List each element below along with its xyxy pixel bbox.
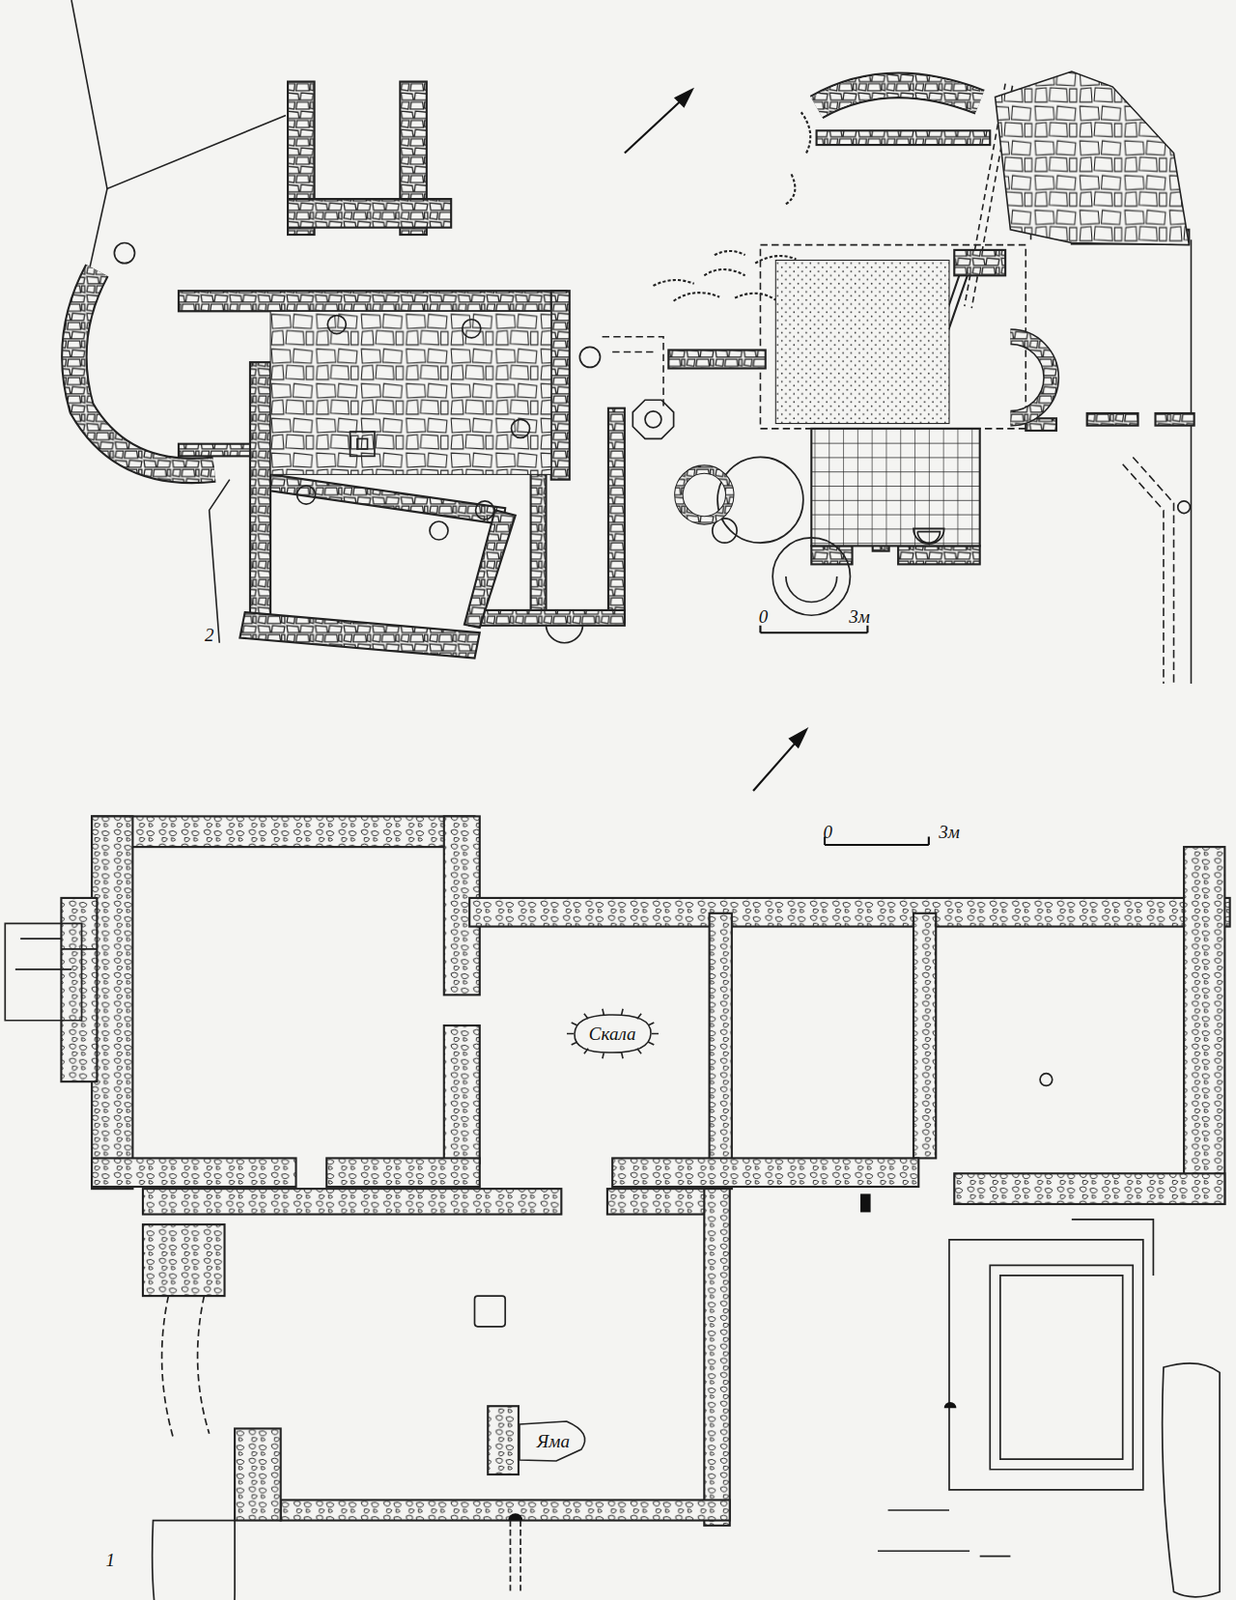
feature-label: Скала bbox=[589, 1024, 637, 1043]
plan-label: 0 bbox=[822, 822, 833, 842]
plan-label: 3м bbox=[848, 607, 871, 626]
plan-label: 3м bbox=[938, 822, 960, 842]
pit: Яма bbox=[518, 1420, 588, 1462]
rock-outcrop: Скала bbox=[571, 1012, 654, 1055]
feature-label: Яма bbox=[536, 1432, 570, 1451]
plan-label: 1 bbox=[105, 1550, 115, 1570]
plan-label: 2 bbox=[204, 625, 215, 645]
plan-label: 0 bbox=[758, 607, 769, 626]
